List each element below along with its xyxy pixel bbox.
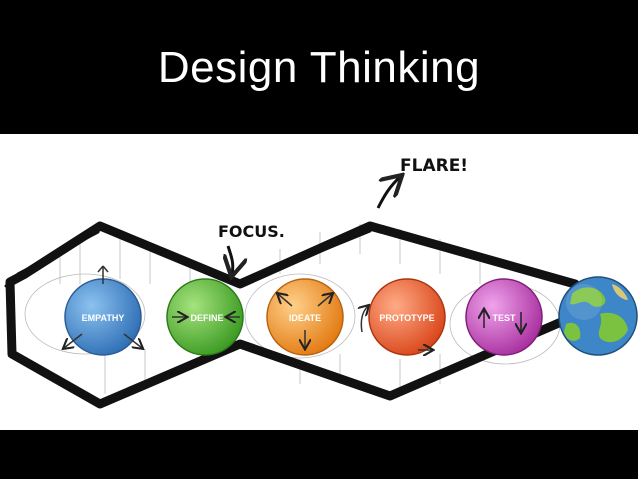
bottom-bar [0, 430, 638, 479]
earth-globe-icon [558, 276, 638, 356]
slide-title: Design Thinking [157, 43, 481, 92]
cycle-arrow-icon [361, 306, 368, 333]
stage-define: DEFINE [166, 278, 244, 356]
stage-prototype: PROTOTYPE [361, 278, 446, 355]
arrow-diagonal-icon [123, 333, 142, 348]
focus-label: FOCUS. [218, 222, 285, 241]
stage-test: TEST [465, 278, 543, 356]
stage-label-empathy: EMPATHY [82, 313, 125, 323]
focus-arrow-icon [228, 245, 233, 274]
design-thinking-diagram: FOCUS. FLARE! EMPATHY DEFINE IDEATE [4, 156, 638, 409]
flare-arrow-icon [376, 177, 400, 209]
diagram-canvas: FOCUS. FLARE! EMPATHY DEFINE IDEATE [0, 134, 638, 430]
stage-empathy: EMPATHY [64, 265, 142, 356]
flare-label: FLARE! [400, 156, 468, 176]
stage-ideate: IDEATE [266, 278, 344, 356]
stage-label-test: TEST [492, 313, 516, 323]
stage-label-prototype: PROTOTYPE [379, 313, 434, 323]
arrow-diagonal-icon [278, 294, 293, 307]
arrow-diagonal-icon [64, 333, 83, 348]
stage-label-ideate: IDEATE [289, 313, 321, 323]
arrow-up-icon [97, 265, 109, 284]
title-bar: Design Thinking [0, 0, 638, 134]
arrow-diagonal-icon [317, 294, 332, 307]
stage-label-define: DEFINE [190, 313, 223, 323]
